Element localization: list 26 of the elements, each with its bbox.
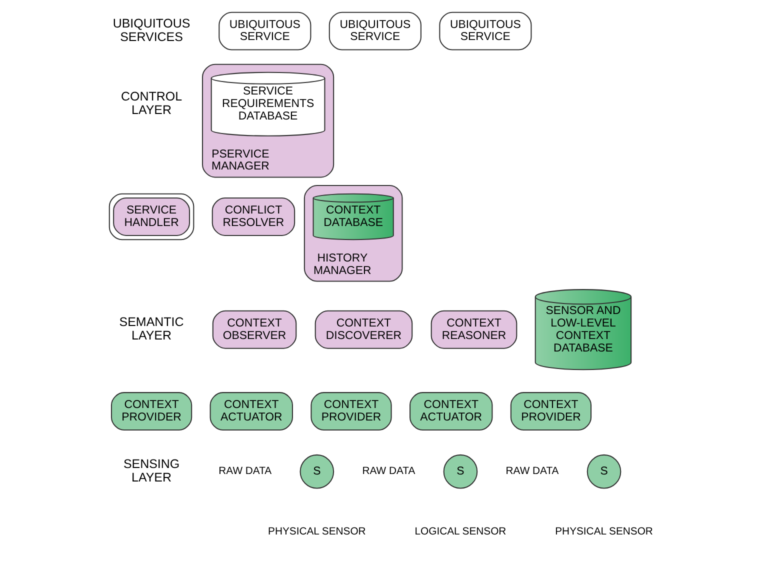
node-box: CONTEXT PROVIDER <box>110 392 192 430</box>
node-box: SERVICE HANDLER <box>108 193 194 240</box>
node-circle: S <box>443 454 478 489</box>
node-label: LOGICAL SENSOR <box>414 526 506 538</box>
node-box: CONFLICT RESOLVER <box>212 198 296 236</box>
node-box: CONTEXT PROVIDER <box>310 392 392 430</box>
label: CONTROL LAYER <box>121 90 182 118</box>
node-box: UBIQUITOUS SERVICE <box>218 12 312 50</box>
node-box: CONTEXT DISCOVERER <box>314 310 413 349</box>
label: SENSING LAYER <box>123 457 180 485</box>
node-label: PHYSICAL SENSOR <box>268 526 366 538</box>
node-box: UBIQUITOUS SERVICE <box>328 12 422 50</box>
node-label: RAW DATA <box>362 466 416 478</box>
node-label: RAW DATA <box>218 466 272 478</box>
node-box: CONTEXT ACTUATOR <box>410 392 493 430</box>
label: SEMANTIC LAYER <box>119 315 184 343</box>
node-box: CONTEXT REASONER <box>430 310 518 349</box>
node-box: CONTEXT ACTUATOR <box>210 392 293 430</box>
node-circle: S <box>586 454 622 489</box>
node-label: RAW DATA <box>506 466 559 478</box>
node-box: UBIQUITOUS SERVICE <box>439 12 532 50</box>
node-label: PHYSICAL SENSOR <box>555 526 653 538</box>
node-box: CONTEXT OBSERVER <box>212 310 297 349</box>
label: UBIQUITOUS SERVICES <box>112 16 190 44</box>
node-box: CONTEXT PROVIDER <box>510 392 592 430</box>
node-circle: S <box>300 454 334 489</box>
